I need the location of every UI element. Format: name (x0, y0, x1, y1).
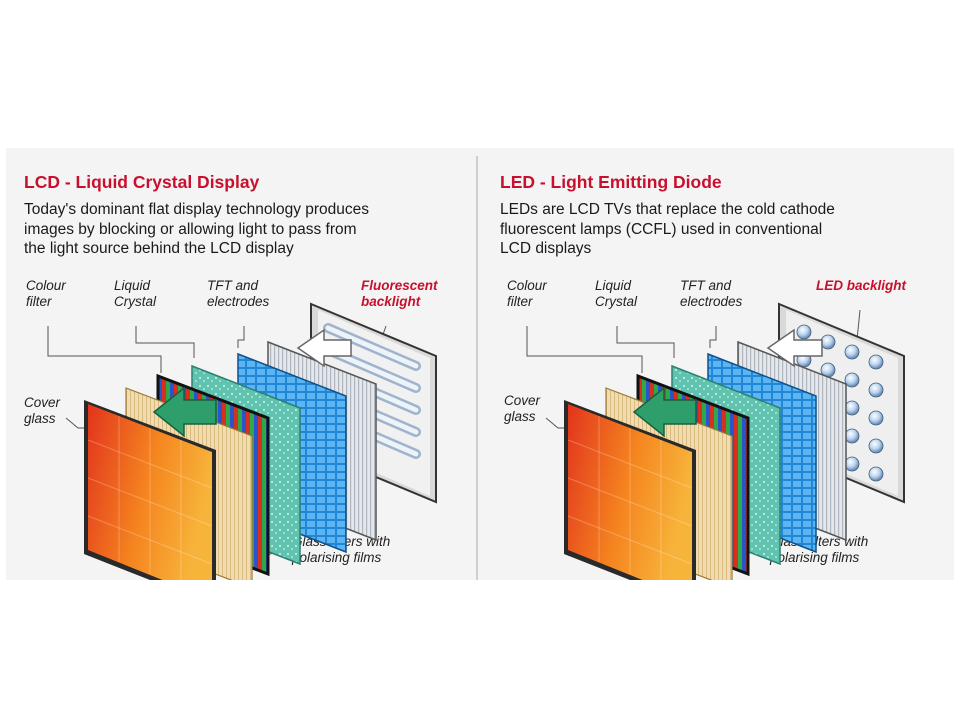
led-light-arrow-front (632, 386, 697, 438)
lcd-label-cover-glass: Cover glass (24, 395, 61, 426)
panel-divider (476, 156, 478, 580)
lcd-panel: LCD - Liquid Crystal Display Today's dom… (6, 148, 476, 580)
lcd-label-tft: TFT and electrodes (207, 278, 270, 309)
lcd-label-liquid-crystal: Liquid Crystal (114, 278, 157, 309)
led-title: LED - Light Emitting Diode (500, 172, 722, 192)
led-label-tft: TFT and electrodes (680, 278, 743, 309)
led-label-cover-glass: Cover glass (504, 393, 541, 424)
led-label-liquid-crystal: Liquid Crystal (595, 278, 638, 309)
led-panel: LED - Light Emitting Diode LEDs are LCD … (482, 148, 952, 580)
led-label-colour-filter: Colour filter (507, 278, 547, 309)
led-leader-tft (709, 326, 717, 348)
display-technology-figure: LCD - Liquid Crystal Display Today's dom… (6, 148, 954, 580)
lcd-label-backlight: Fluorescent backlight (361, 278, 438, 309)
lcd-light-arrow-front (152, 386, 217, 438)
lcd-description: Today's dominant flat display technology… (24, 201, 370, 257)
lcd-leader-colour-filter (47, 326, 162, 373)
led-light-arrow-rear (766, 328, 823, 368)
lcd-light-arrow-rear (296, 328, 352, 368)
lcd-label-colour-filter: Colour filter (26, 278, 66, 309)
led-cover-glass (564, 400, 696, 580)
led-leader-colour-filter (526, 326, 643, 373)
lcd-cover-glass (84, 400, 216, 580)
lcd-title: LCD - Liquid Crystal Display (24, 172, 260, 192)
lcd-leader-tft (237, 326, 245, 348)
lcd-leader-liquid-crystal (135, 326, 195, 358)
lcd-exploded-diagram (47, 302, 437, 580)
led-description: LEDs are LCD TVs that replace the cold c… (500, 201, 835, 257)
led-label-backlight: LED backlight (816, 278, 907, 293)
led-leader-liquid-crystal (616, 326, 675, 358)
led-exploded-diagram (526, 302, 905, 580)
